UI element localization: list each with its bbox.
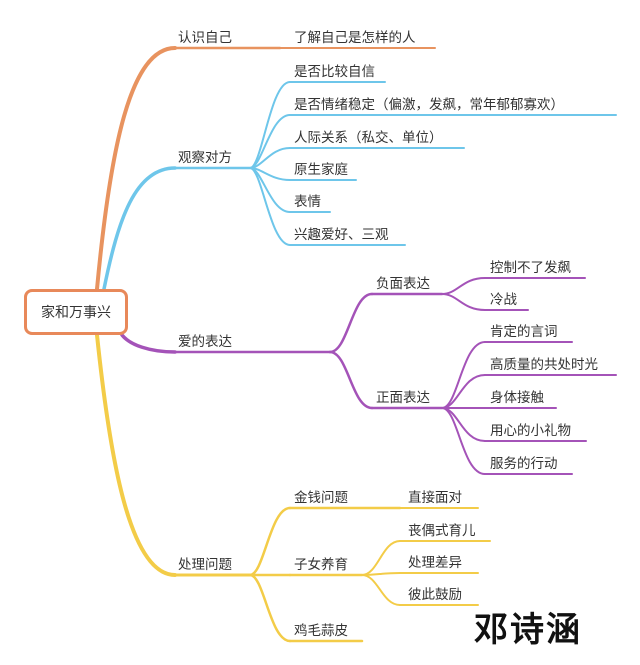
connector-love xyxy=(120,277,617,475)
node-self-child: 了解自己是怎样的人 xyxy=(294,30,416,46)
node-problems-money: 金钱问题 xyxy=(294,490,348,506)
node-kids-child: 彼此鼓励 xyxy=(408,587,462,603)
node-observe-child: 是否比较自信 xyxy=(294,64,375,80)
node-positive-child: 用心的小礼物 xyxy=(490,423,571,439)
node-money-child: 直接面对 xyxy=(408,490,462,506)
node-observe-child: 表情 xyxy=(294,194,321,210)
node-observe-child: 人际关系（私交、单位） xyxy=(294,130,443,146)
node-positive-child: 高质量的共处时光 xyxy=(490,357,598,373)
root-node: 家和万事兴 xyxy=(24,289,128,335)
node-problems: 处理问题 xyxy=(178,557,232,573)
node-negative-child: 控制不了发飙 xyxy=(490,260,571,276)
node-love: 爱的表达 xyxy=(178,334,232,350)
node-problems-kids: 子女养育 xyxy=(294,557,348,573)
connector-self xyxy=(95,46,436,291)
node-kids-child: 处理差异 xyxy=(408,555,462,571)
node-observe: 观察对方 xyxy=(178,150,232,166)
node-positive-child: 身体接触 xyxy=(490,390,544,406)
node-kids-child: 丧偶式育儿 xyxy=(408,523,476,539)
node-observe-child: 兴趣爱好、三观 xyxy=(294,227,389,243)
node-observe-child: 原生家庭 xyxy=(294,162,348,178)
node-observe-child: 是否情绪稳定（偏激，发飙，常年郁郁寡欢） xyxy=(294,97,564,113)
node-self: 认识自己 xyxy=(178,30,232,46)
connector-problems xyxy=(95,333,491,643)
node-love-negative: 负面表达 xyxy=(376,276,430,292)
node-positive-child: 肯定的言词 xyxy=(490,324,558,340)
node-negative-child: 冷战 xyxy=(490,292,517,308)
node-positive-child: 服务的行动 xyxy=(490,456,558,472)
node-problems-trivia: 鸡毛蒜皮 xyxy=(294,623,348,639)
author-signature: 邓诗涵 xyxy=(474,610,582,650)
node-love-positive: 正面表达 xyxy=(376,390,430,406)
connector-observe xyxy=(102,81,617,291)
root-label: 家和万事兴 xyxy=(41,305,111,321)
